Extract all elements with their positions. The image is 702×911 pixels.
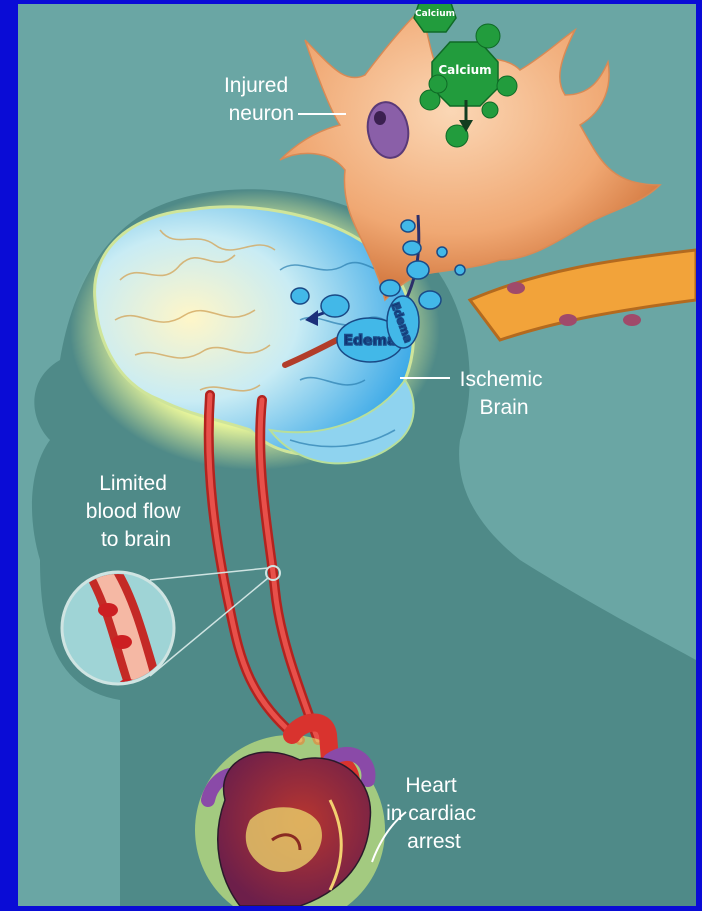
limited-blood-flow-line-3: to brain — [101, 528, 171, 551]
ischemic-brain-line-1: Ischemic — [460, 368, 543, 391]
heart-arrest-line-1: Heart — [405, 774, 457, 797]
injured-neuron-line-2: neuron — [229, 102, 294, 125]
limited-blood-flow-line-2: blood flow — [86, 500, 181, 523]
calcium-label-small: Calcium — [415, 9, 455, 19]
injured-neuron-line-1: Injured — [224, 74, 288, 97]
heart-arrest-line-3: arrest — [407, 830, 461, 853]
heart-arrest-line-2: in cardiac — [386, 802, 476, 825]
calcium-label: Calcium — [438, 63, 491, 77]
ischemic-brain-line-2: Brain — [479, 396, 528, 419]
limited-blood-flow-line-1: Limited — [99, 472, 167, 495]
